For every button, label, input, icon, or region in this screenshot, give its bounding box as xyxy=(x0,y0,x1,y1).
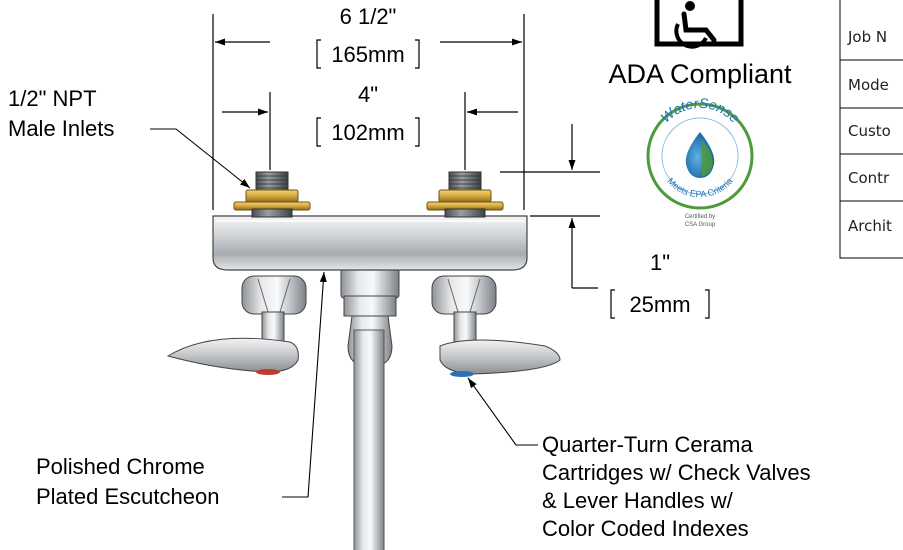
spout-collar xyxy=(343,295,397,317)
title-block-architect: Archit xyxy=(848,217,892,235)
bracket-right xyxy=(415,39,420,69)
wheelchair-icon xyxy=(654,0,744,47)
right-cold-index xyxy=(450,371,474,377)
callout-escutcheon-line-1: Polished Chrome xyxy=(36,454,205,479)
left-valve xyxy=(166,275,307,375)
title-block-contractor: Contr xyxy=(848,169,890,187)
callout-cartridges-leader xyxy=(467,377,538,446)
left-inlet-shank xyxy=(251,208,293,218)
dimension-overall: 6 1/2" 165mm xyxy=(212,4,525,210)
leaf-icon xyxy=(702,140,713,176)
right-stem xyxy=(453,311,477,343)
bracket-right xyxy=(705,289,710,319)
callout-escutcheon: Polished Chrome Plated Escutcheon xyxy=(36,271,327,509)
wheelchair-icon-body xyxy=(681,11,717,43)
title-block-border xyxy=(839,0,903,259)
overall-width-metric: 165mm xyxy=(331,42,404,67)
callout-inlets: 1/2" NPT Male Inlets xyxy=(8,86,251,189)
right-nut-facets xyxy=(447,278,481,313)
callout-inlets-leader xyxy=(150,128,251,189)
overall-width-imperial: 6 1/2" xyxy=(340,4,397,29)
title-block-customer: Custo xyxy=(848,122,891,140)
watersense-certified-line-2: CSA Group xyxy=(685,222,716,228)
spout-tube xyxy=(353,329,385,550)
right-inlet-shank xyxy=(444,208,486,218)
bracket-left xyxy=(316,39,321,69)
inlet-spacing-imperial: 4" xyxy=(358,82,378,107)
height-imperial: 1" xyxy=(650,250,670,275)
watersense-certified-line-1: Certified by xyxy=(685,214,715,220)
right-valve xyxy=(431,275,561,377)
left-nut-facets xyxy=(257,278,291,313)
title-block: Job N Mode Custo Contr Archit xyxy=(839,0,903,259)
title-block-job: Job N xyxy=(847,28,887,46)
right-thread-lines xyxy=(449,175,481,193)
bracket-right xyxy=(415,117,420,147)
inlet-spacing-metric: 102mm xyxy=(331,120,404,145)
left-brass-nut xyxy=(245,189,299,203)
callout-escutcheon-leader xyxy=(282,271,327,498)
bracket-left xyxy=(610,289,615,319)
callout-cartridges: Quarter-Turn Cerama Cartridges w/ Check … xyxy=(467,377,811,541)
left-lever-handle xyxy=(166,337,299,373)
wheelchair-icon-wheel xyxy=(674,23,708,49)
spout xyxy=(340,267,400,550)
dimension-height: 1" 25mm xyxy=(500,124,710,319)
callout-inlets-line-2: Male Inlets xyxy=(8,116,114,141)
wheelchair-icon-head xyxy=(685,1,695,11)
callout-cartridges-line-2: Cartridges w/ Check Valves xyxy=(542,460,811,485)
callout-escutcheon-line-2: Plated Escutcheon xyxy=(36,484,219,509)
height-metric: 25mm xyxy=(629,292,690,317)
callout-cartridges-line-4: Color Coded Indexes xyxy=(542,516,749,541)
callout-cartridges-line-1: Quarter-Turn Cerama xyxy=(542,432,753,457)
watersense-logo: WaterSense Meets EPA Criteria Certified … xyxy=(646,95,754,228)
watersense-inner-ring xyxy=(661,117,739,195)
right-bonnet-nut xyxy=(431,275,497,315)
left-thread-lines xyxy=(256,175,288,193)
callout-cartridges-line-3: & Lever Handles w/ xyxy=(542,488,734,513)
left-bonnet-nut xyxy=(241,275,307,315)
escutcheon xyxy=(212,215,528,271)
bracket-left xyxy=(316,117,321,147)
ada-label: ADA Compliant xyxy=(608,59,792,89)
left-inlet xyxy=(233,171,311,218)
dimension-inlet-spacing: 4" 102mm xyxy=(222,82,518,170)
spout-nut xyxy=(340,267,400,299)
right-lever-handle xyxy=(439,339,561,375)
ada-logo: ADA Compliant xyxy=(608,0,792,89)
callout-inlets-line-1: 1/2" NPT xyxy=(8,86,97,111)
left-hot-index xyxy=(256,369,280,375)
left-stem xyxy=(261,311,285,343)
escutcheon-body xyxy=(212,215,528,271)
title-block-model: Mode xyxy=(848,76,889,94)
right-inlet xyxy=(426,171,504,218)
right-brass-nut xyxy=(438,189,492,203)
